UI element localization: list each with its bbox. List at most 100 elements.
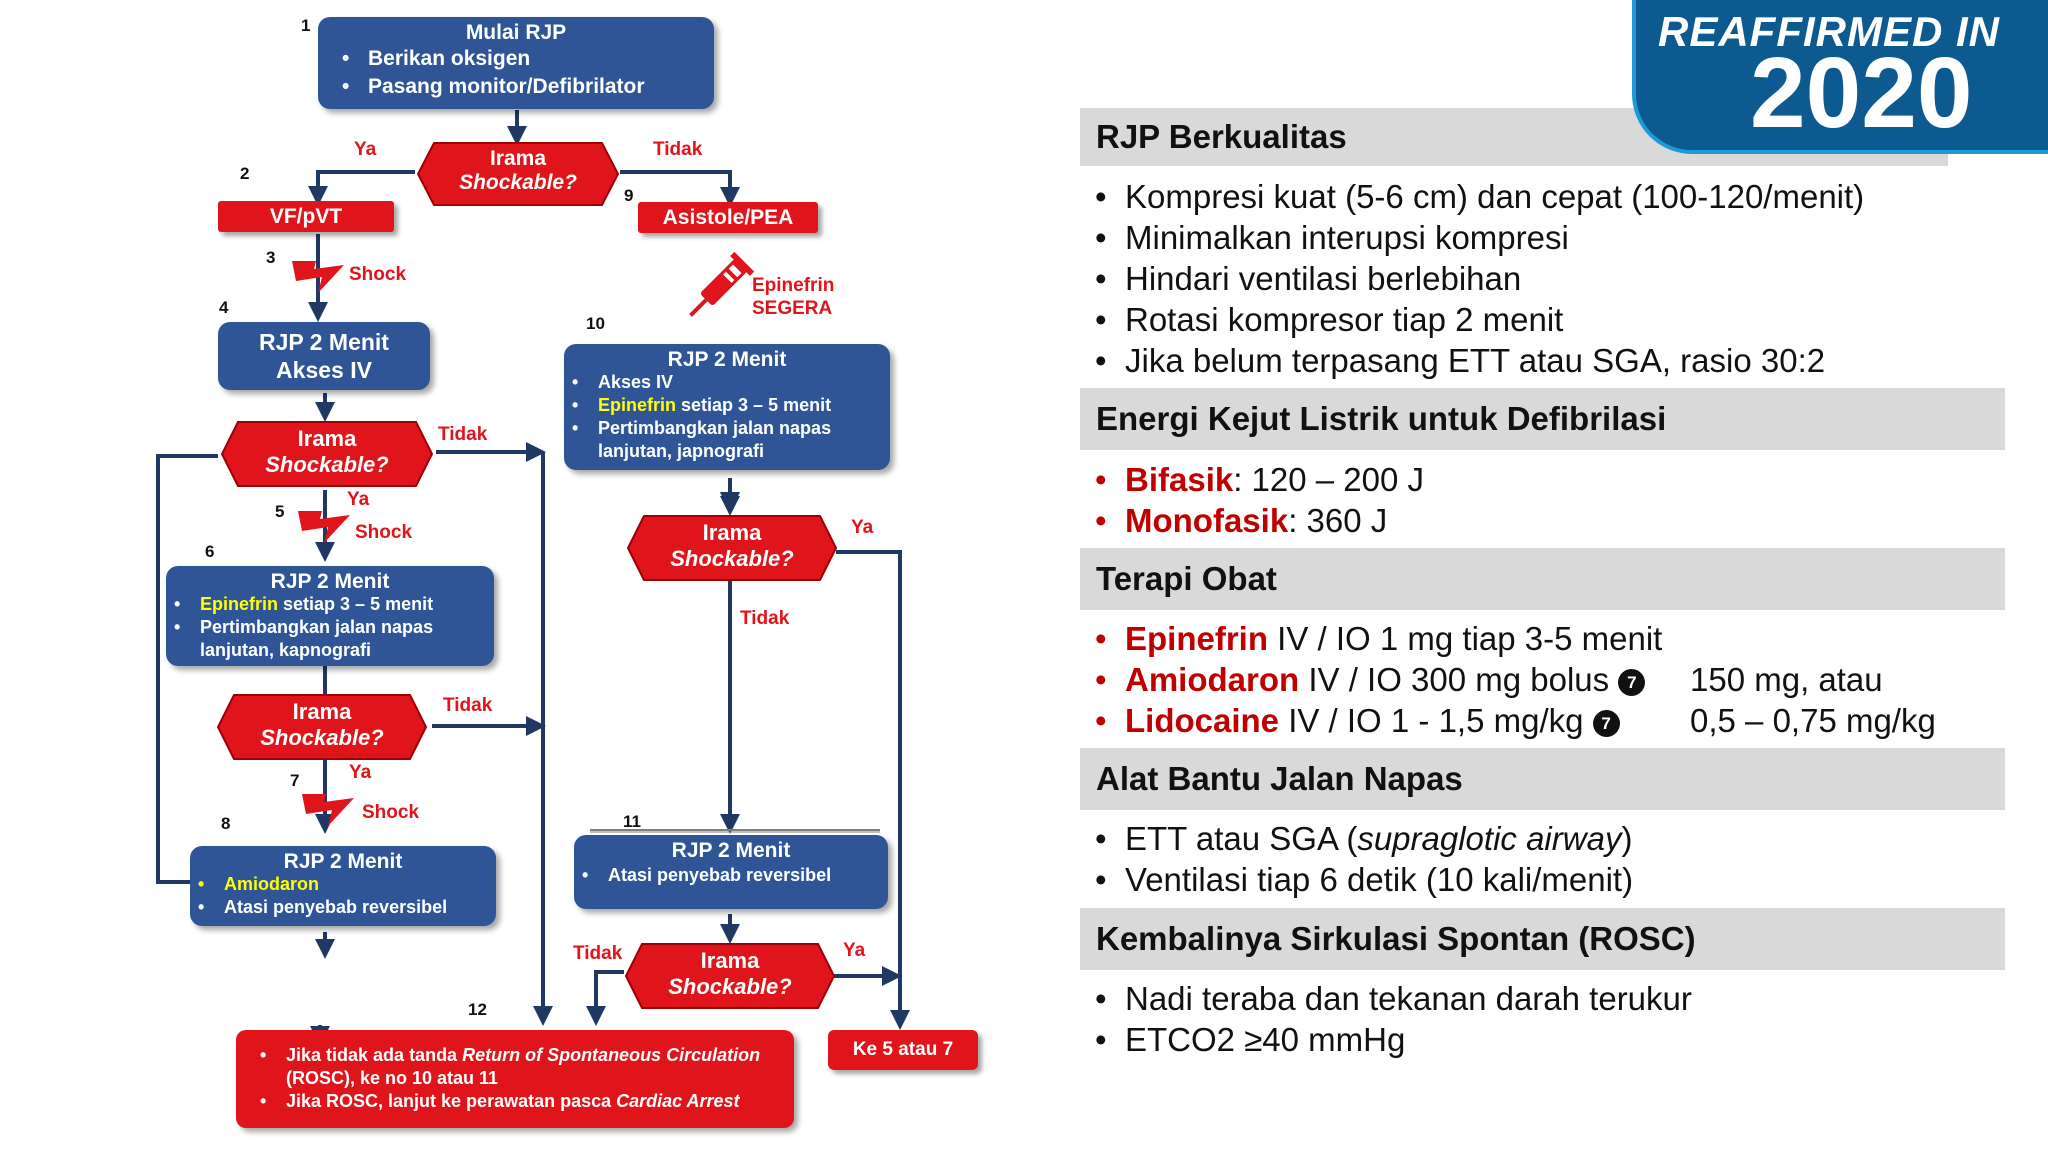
label-ya-right-2: Ya xyxy=(843,940,866,961)
list-item-pulse: Nadi teraba dan tekanan darah terukur xyxy=(1095,978,1692,1019)
label-tidak-right-1: Tidak xyxy=(740,608,790,629)
section-header-rosc: Kembalinya Sirkulasi Spontan (ROSC) xyxy=(1080,908,2005,970)
decision-label-rhythm: Irama xyxy=(702,520,762,545)
decision-label-shockable: Shockable? xyxy=(260,725,384,750)
box11-bullet-reversible: Atasi penyebab reversibel xyxy=(582,863,888,887)
list-item-lidocaine: Lidocaine IV / IO 1 - 1,5 mg/kg 70,5 – 0… xyxy=(1095,700,1936,741)
list-item-monophasic: Monofasik: 360 J xyxy=(1095,500,1424,541)
cpr-2min-iv-box: RJP 2 Menit Akses IV xyxy=(218,322,430,390)
amiodaron-dose: IV / IO 300 mg bolus xyxy=(1299,661,1610,698)
lidocaine-label: Lidocaine xyxy=(1125,702,1280,739)
list-item: Hindari ventilasi berlebihan xyxy=(1095,258,1864,299)
box8-title: RJP 2 Menit xyxy=(283,850,403,873)
list-item: Jika belum terpasang ETT atau SGA, rasio… xyxy=(1095,340,1864,381)
shock-lightning-icon xyxy=(298,511,350,543)
biphasic-value: : 120 – 200 J xyxy=(1233,461,1425,498)
box12-rosc-pre: Jika ROSC, lanjut ke perawatan pasca xyxy=(286,1091,617,1111)
label-epinefrin: Epinefrin xyxy=(752,275,835,296)
cpr-2min-right-box: RJP 2 Menit Akses IV Epinefrin setiap 3 … xyxy=(564,344,890,470)
box10-epinefrin-dose: setiap 3 – 5 menit xyxy=(676,395,832,415)
monophasic-label: Monofasik xyxy=(1125,502,1289,539)
label-epinefrin-segera: Epinefrin SEGERA xyxy=(752,274,834,320)
list-item-etco2: ETCO2 ≥40 mmHg xyxy=(1095,1019,1692,1060)
decision-hex-shape xyxy=(416,142,620,206)
box10-bullet-iv: Akses IV xyxy=(572,371,890,394)
decision-label-shockable: Shockable? xyxy=(668,974,792,999)
box6-title: RJP 2 Menit xyxy=(270,570,390,593)
label-segera: SEGERA xyxy=(752,298,833,319)
list-item: Rotasi kompresor tiap 2 menit xyxy=(1095,299,1864,340)
decision-rhythm-shockable-left-2: Irama Shockable? xyxy=(216,693,428,761)
step-number-2: 2 xyxy=(240,164,250,183)
box6-epinefrin-highlight: Epinefrin xyxy=(200,594,279,614)
decision-label-rhythm: Irama xyxy=(292,699,352,724)
box4-iv-access: Akses IV xyxy=(276,357,372,383)
label-shock-3: Shock xyxy=(349,264,407,285)
supraglotic-airway-term: supraglotic airway xyxy=(1357,820,1622,857)
ett-sga-post: ) xyxy=(1621,820,1633,857)
decision-hex-shape xyxy=(626,515,838,581)
reaffirmed-banner: REAFFIRMED IN 2020 xyxy=(1632,0,2048,154)
list-item: Minimalkan interupsi kompresi xyxy=(1095,217,1864,258)
decision-label-shockable: Shockable? xyxy=(670,546,794,571)
airway-list: ETT atau SGA (supraglotic airway) Ventil… xyxy=(1095,818,1633,900)
list-item-biphasic: Bifasik: 120 – 200 J xyxy=(1095,459,1424,500)
box12-cardiac-arrest-term: Cardiac Arrest xyxy=(616,1091,740,1111)
step-number-10: 10 xyxy=(586,314,605,333)
box10-title: RJP 2 Menit xyxy=(667,348,787,371)
box11-title: RJP 2 Menit xyxy=(671,839,791,862)
box8-bullet-reversible: Atasi penyebab reversibel xyxy=(198,896,496,919)
step-number-3: 3 xyxy=(266,248,276,267)
lidocaine-followup: 0,5 – 0,75 mg/kg xyxy=(1690,702,1936,739)
box12-bullet-rosc: • Jika ROSC, lanjut ke perawatan pasca C… xyxy=(260,1091,740,1111)
flow-connectors xyxy=(156,110,910,1046)
decision-rhythm-shockable-left-1: Irama Shockable? xyxy=(220,420,434,488)
label-shock-7: Shock xyxy=(362,802,420,823)
start-cpr-box: Mulai RJP Berikan oksigen Pasang monitor… xyxy=(318,17,714,109)
drug-therapy-list: Epinefrin IV / IO 1 mg tiap 3-5 menit Am… xyxy=(1095,618,1936,741)
list-item-ventilation: Ventilasi tiap 6 detik (10 kali/menit) xyxy=(1095,859,1633,900)
step-number-5: 5 xyxy=(275,502,285,521)
amiodaron-followup: 150 mg, atau xyxy=(1690,661,1883,698)
cpr-2min-amiodaron-box: RJP 2 Menit Amiodaron Atasi penyebab rev… xyxy=(190,846,496,926)
defib-energy-list: Bifasik: 120 – 200 J Monofasik: 360 J xyxy=(1095,459,1424,541)
cpr-2min-epinefrin-box: RJP 2 Menit Epinefrin setiap 3 – 5 menit… xyxy=(166,566,494,666)
ett-sga-pre: ETT atau SGA ( xyxy=(1125,820,1358,857)
decision-rhythm-shockable-top: Irama Shockable? xyxy=(416,141,620,207)
shock-lightning-icon xyxy=(292,261,344,293)
step-number-9: 9 xyxy=(624,186,634,205)
box12-no-rosc-post: (ROSC), ke no 10 atau 11 xyxy=(286,1068,499,1088)
start-bullet-monitor: Pasang monitor/Defibrilator xyxy=(342,73,714,101)
section-header-defib-energy: Energi Kejut Listrik untuk Defibrilasi xyxy=(1080,388,2005,450)
box12-rosc-term: Return of Spontaneous Circulation xyxy=(462,1045,761,1065)
label-ya-7: Ya xyxy=(349,762,372,783)
asistole-pea-bar: Asistole/PEA xyxy=(638,202,818,233)
banner-reaffirmed-text: REAFFIRMED IN xyxy=(1658,8,2000,55)
rosc-instruction-box: • Jika tidak ada tanda Return of Spontan… xyxy=(236,1030,794,1128)
step-7-marker-icon: 7 xyxy=(1618,669,1646,696)
shock-lightning-icon xyxy=(302,794,354,826)
label-tidak-top: Tidak xyxy=(653,139,703,160)
cpr-2min-reversible-box: RJP 2 Menit Atasi penyebab reversibel xyxy=(574,835,888,909)
decision-label-rhythm: Irama xyxy=(297,426,357,451)
epinefrin-dose: IV / IO 1 mg tiap 3-5 menit xyxy=(1268,620,1663,657)
list-item-epinefrin: Epinefrin IV / IO 1 mg tiap 3-5 menit xyxy=(1095,618,1662,659)
syringe-icon xyxy=(689,251,755,317)
box10-bullet-airway: Pertimbangkan jalan napas lanjutan, japn… xyxy=(572,417,890,463)
label-tidak-left-2: Tidak xyxy=(443,695,493,716)
box12-no-rosc-pre: Jika tidak ada tanda xyxy=(286,1045,463,1065)
step-number-11: 11 xyxy=(623,812,641,831)
box12-bullet-no-rosc: • Jika tidak ada tanda Return of Spontan… xyxy=(260,1045,761,1088)
label-ya-5: Ya xyxy=(347,489,370,510)
box6-bullet-epinefrin: Epinefrin setiap 3 – 5 menit xyxy=(174,593,494,616)
start-bullet-oxygen: Berikan oksigen xyxy=(342,45,714,73)
decision-rhythm-shockable-right-2: Irama Shockable? xyxy=(624,942,836,1010)
step-number-8: 8 xyxy=(221,814,231,833)
amiodaron-label: Amiodaron xyxy=(1125,661,1300,698)
biphasic-label: Bifasik xyxy=(1125,461,1234,498)
step-7-marker-icon: 7 xyxy=(1592,710,1620,737)
section-header-airway: Alat Bantu Jalan Napas xyxy=(1080,748,2005,810)
box6-epinefrin-dose: setiap 3 – 5 menit xyxy=(278,594,434,614)
step-number-7: 7 xyxy=(290,771,300,790)
box8-bullet-amiodaron: Amiodaron xyxy=(198,873,496,896)
